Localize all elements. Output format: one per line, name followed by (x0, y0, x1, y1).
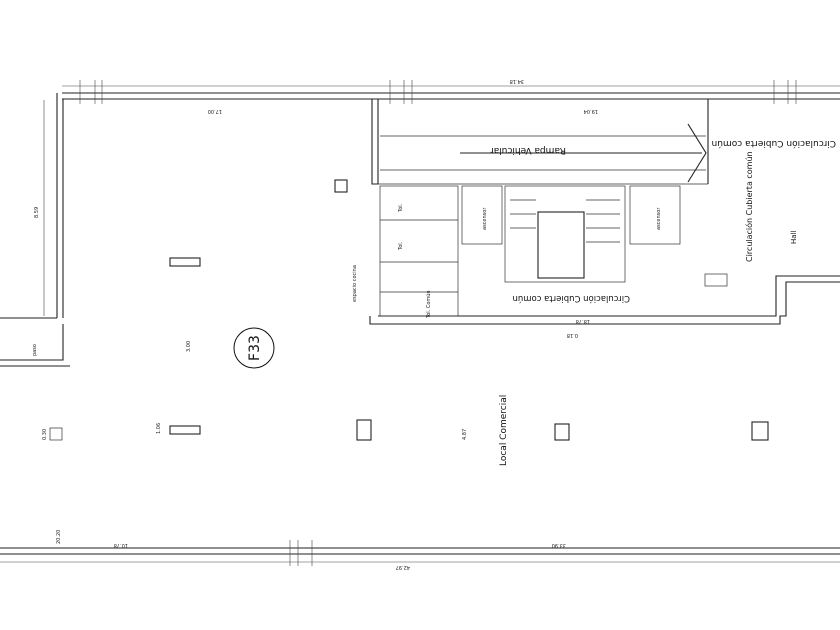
stair-treads (510, 199, 620, 243)
commercial-space-label: Local Comercial (499, 395, 509, 466)
lot-tag-label: F33 (247, 335, 263, 361)
dim-top-inner-left: 17.00 (208, 108, 222, 114)
dim-left-small: 20.20 (56, 530, 62, 544)
dimension-ticks (0, 80, 840, 566)
circulation-mid-label: Circulación Cubierta común (744, 151, 754, 262)
toilet-common-label: Tol. Común (425, 290, 432, 319)
elevator-2-label: ascensor (656, 207, 662, 230)
circulation-lower-label: Circulación Cubierta común (512, 293, 630, 304)
ramp-arrow (380, 123, 707, 183)
ramp-label: Rampa Vehicular (490, 145, 566, 155)
dim-col-c: 4.87 (462, 429, 468, 440)
service-core (379, 185, 728, 317)
circulation-top-label: Circulación Cubierta común (712, 138, 836, 149)
dim-top-inner-right: 19.04 (584, 108, 598, 114)
dim-col-b: 0.30 (42, 429, 48, 440)
elevator-1-label: ascensor (482, 207, 488, 230)
dim-bottom-inner-right: 33.90 (552, 542, 566, 548)
passage-label: paso (32, 344, 38, 356)
dim-left-side: 8.59 (34, 207, 40, 218)
dim-core-bottom: 18.78 (576, 318, 590, 324)
dim-bottom-total: 42.97 (396, 564, 410, 570)
dim-mid-center: 3.00 (186, 341, 192, 352)
dim-col-a: 1.06 (156, 423, 162, 434)
hall-label: Hall (790, 231, 798, 244)
dim-top-total: 34.18 (510, 78, 524, 84)
lot-tag: F33 (233, 327, 275, 369)
columns (49, 179, 769, 441)
toilet-2-label: Tol. (398, 241, 404, 251)
kitchen-space-label: espacio cocina (352, 265, 358, 302)
exterior-walls (0, 92, 840, 555)
dim-core-low: 0.18 (567, 332, 578, 338)
toilet-1-label: Tol. (398, 203, 404, 213)
dim-bottom-left: 10.78 (114, 542, 128, 548)
